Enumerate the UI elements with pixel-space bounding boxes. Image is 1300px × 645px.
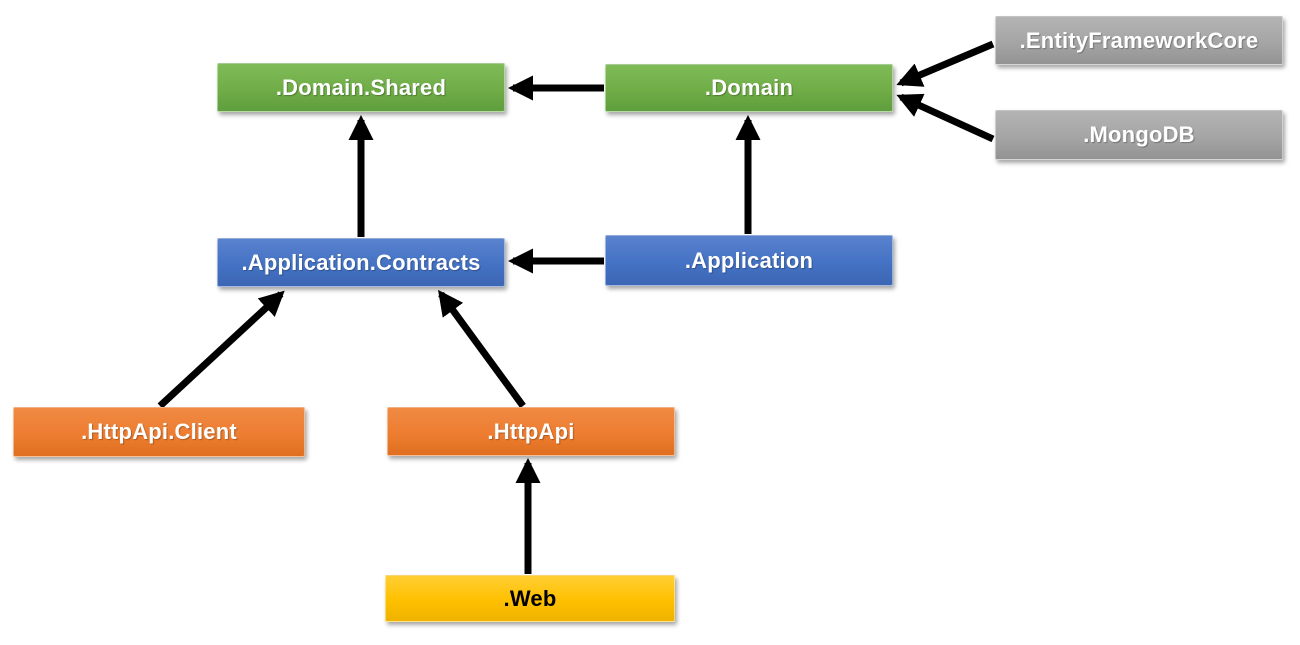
- node-httpapi-client: .HttpApi.Client: [13, 407, 305, 457]
- arrow-httpapi-client-to-application-contracts: [157, 290, 285, 409]
- node-label: .Application.Contracts: [241, 249, 481, 275]
- arrow-mongodb-to-domain: [896, 93, 995, 143]
- arrow-entity-framework-core-to-domain: [896, 40, 995, 87]
- node-label: .HttpApi: [487, 418, 575, 444]
- node-label: .EntityFrameworkCore: [1019, 27, 1259, 53]
- arrow-httpapi-to-application-contracts: [438, 289, 526, 409]
- node-web: .Web: [385, 575, 675, 622]
- node-mongodb: .MongoDB: [995, 110, 1283, 160]
- node-domain-shared: .Domain.Shared: [217, 63, 505, 112]
- node-label: .Domain.Shared: [275, 74, 447, 100]
- node-label: .Application: [684, 247, 814, 273]
- node-label: .HttpApi.Client: [81, 419, 237, 444]
- node-application: .Application: [605, 235, 893, 286]
- node-label: .Web: [503, 585, 557, 611]
- node-label: .Domain: [704, 75, 794, 100]
- node-entity-framework-core: .EntityFrameworkCore: [995, 16, 1283, 65]
- node-application-contracts: .Application.Contracts: [217, 238, 505, 287]
- node-domain: .Domain: [605, 64, 893, 112]
- node-httpapi: .HttpApi: [387, 407, 675, 456]
- node-label: .MongoDB: [1083, 122, 1195, 147]
